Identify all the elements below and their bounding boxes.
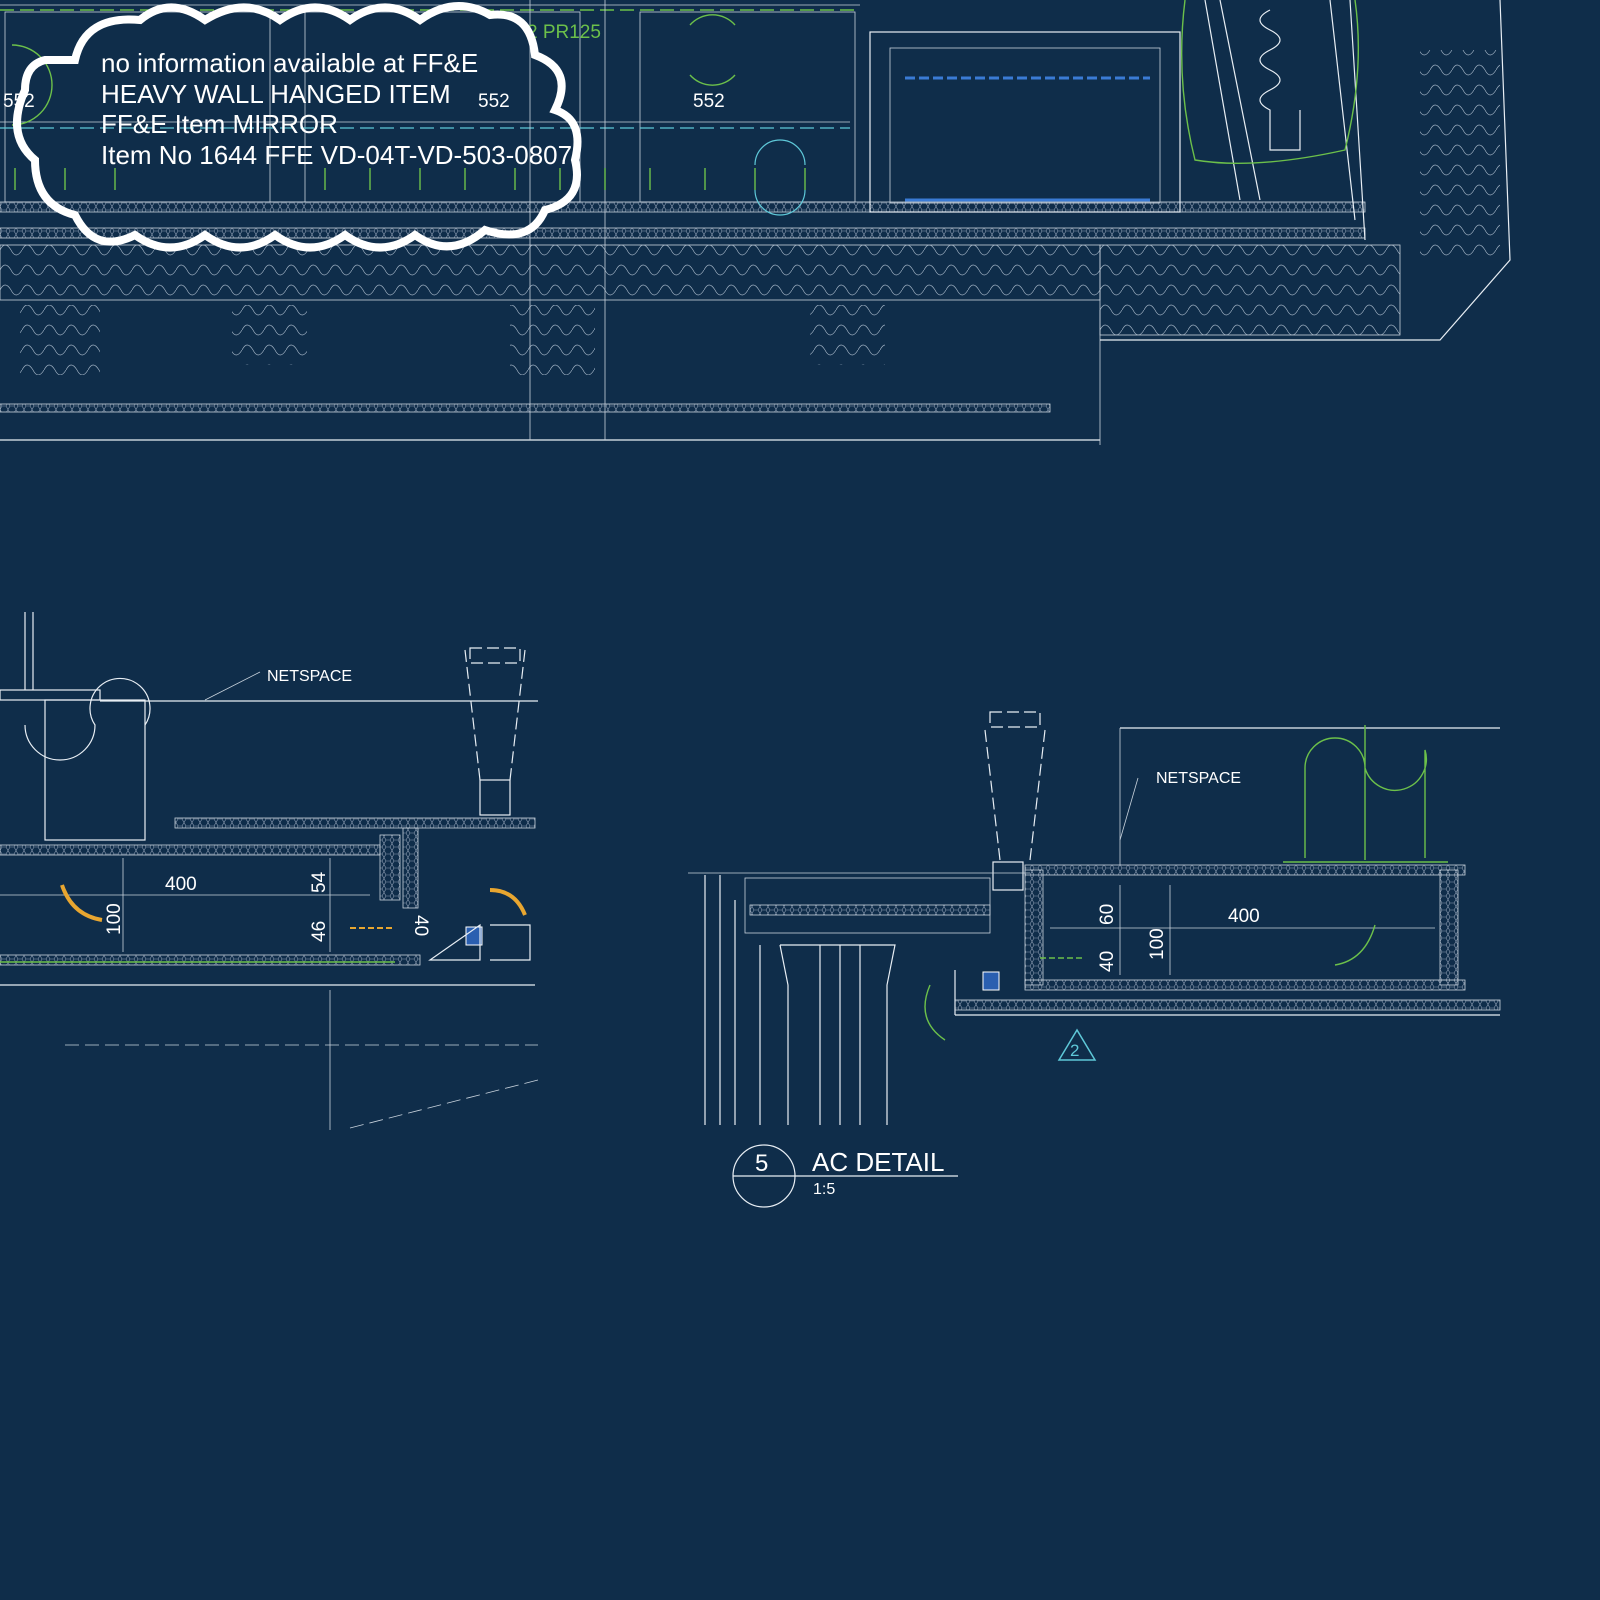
revision-triangle-tag: 2 (1057, 1028, 1097, 1061)
dimension-400-right: 400 (1228, 906, 1260, 927)
floor-plan: 552 552 552 2 PR125 (0, 0, 1511, 445)
airflow-arrow-icon (924, 984, 946, 1041)
detail-scale: 1:5 (813, 1181, 835, 1198)
dimension-54: 54 (309, 871, 330, 893)
cloud-note-line-3: FF&E Item MIRROR (101, 109, 338, 139)
revision-tag-number: 2 (1070, 1041, 1079, 1060)
equipment-tag: 2 PR125 (527, 22, 601, 43)
dimension-46: 46 (309, 921, 330, 942)
left-section-detail: NETSPACE 400 100 54 46 40 (0, 612, 539, 1130)
dimension-400-left: 400 (165, 874, 197, 895)
airflow-arrow-icon (60, 884, 103, 922)
cloud-note-line-4: Item No 1644 FFE VD-04T-VD-503-0807 (101, 140, 572, 170)
cloud-note-line-1: no information available at FF&E (101, 48, 478, 78)
dimension-40: 40 (1097, 951, 1118, 972)
dimension-552-right: 552 (693, 91, 725, 112)
detail-title-block: 5 AC DETAIL 1:5 (732, 1144, 958, 1208)
revision-cloud-note[interactable]: no information available at FF&E HEAVY W… (13, 2, 582, 252)
dimension-100-left: 100 (104, 903, 125, 935)
airflow-arrows-green (14, 168, 806, 190)
dimension-552-center: 552 (478, 91, 510, 112)
right-section-detail: NETSPACE 400 60 40 100 2 (688, 711, 1501, 1125)
detail-number: 5 (755, 1150, 768, 1177)
airflow-arrow-icon (489, 888, 527, 916)
dimension-40-gap: 40 (410, 915, 431, 936)
detail-title: AC DETAIL (812, 1147, 944, 1177)
airflow-arrow-icon (1334, 924, 1376, 966)
netspace-label-right: NETSPACE (1156, 770, 1241, 787)
dimension-100-right: 100 (1147, 928, 1168, 960)
cloud-note-line-2: HEAVY WALL HANGED ITEM (101, 79, 451, 109)
dimension-60: 60 (1097, 904, 1118, 925)
netspace-label-left: NETSPACE (267, 668, 352, 685)
